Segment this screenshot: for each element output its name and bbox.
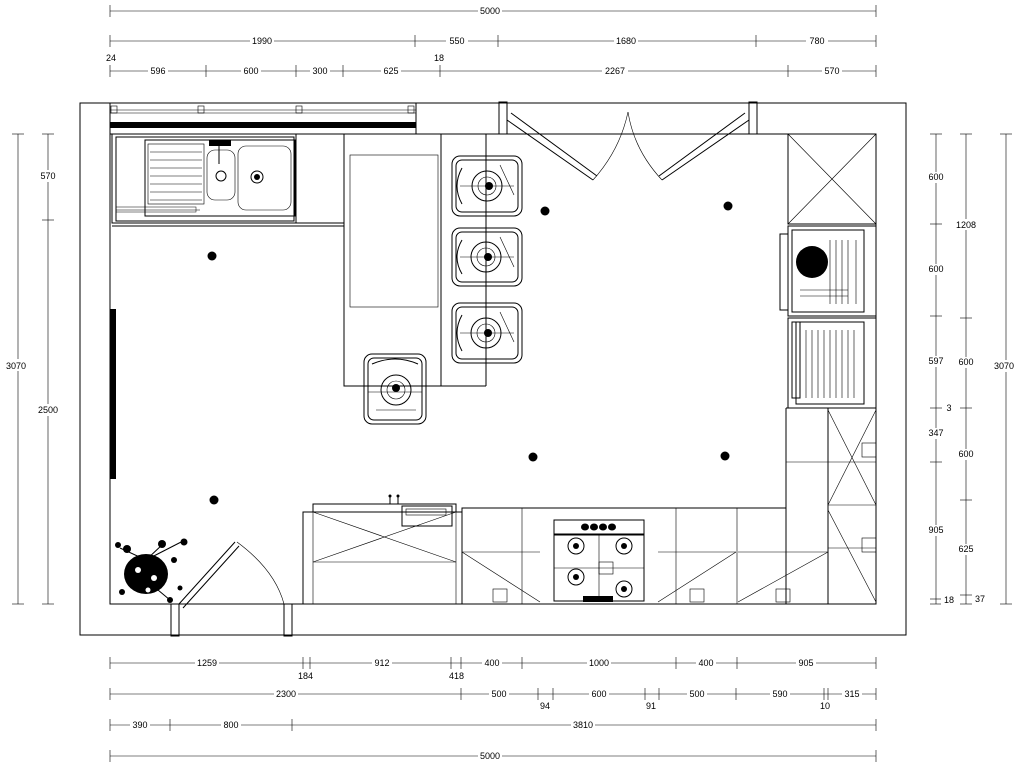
- entry-door[interactable]: [170, 541, 293, 637]
- top-dimensions: 5000 1990 550 1680 780 24 18 596 600 300: [106, 4, 877, 77]
- dim-bottom-total: 5000: [480, 751, 500, 761]
- dim-bottom-2300: 2300: [276, 689, 296, 699]
- dim-right-18: 18: [944, 595, 954, 605]
- dim-top-18: 18: [434, 53, 444, 63]
- dim-bottom-905: 905: [798, 658, 813, 668]
- dim-top-24: 24: [106, 53, 116, 63]
- dim-right-600-c: 600: [958, 357, 973, 367]
- kitchen-island: [343, 133, 487, 387]
- oven[interactable]: [779, 225, 877, 317]
- left-base-unit: [302, 494, 463, 605]
- microwave[interactable]: [787, 317, 877, 409]
- light-icon: [720, 451, 730, 461]
- bar-stool-1[interactable]: [451, 155, 523, 217]
- dim-right-1208: 1208: [956, 220, 976, 230]
- plant-icon: [115, 538, 188, 603]
- dim-bottom-912: 912: [374, 658, 389, 668]
- sink-counter: [111, 133, 345, 227]
- dim-top-300: 300: [312, 66, 327, 76]
- dim-right-3070: 3070: [994, 361, 1014, 371]
- dim-bottom-91: 91: [646, 701, 656, 711]
- left-dimensions: 3070 570 2500: [6, 133, 60, 605]
- dim-top-550: 550: [449, 36, 464, 46]
- right-dimensions: 600 600 597 3 347 905 18 1208 600 600 62…: [926, 133, 1018, 606]
- ceiling-lights: [207, 201, 733, 505]
- dim-top-570: 570: [824, 66, 839, 76]
- bar-stool-2[interactable]: [451, 227, 523, 287]
- dim-top-625: 625: [383, 66, 398, 76]
- dim-right-347: 347: [928, 428, 943, 438]
- dim-bottom-500-b: 500: [689, 689, 704, 699]
- dim-right-600-d: 600: [958, 449, 973, 459]
- dim-right-37: 37: [975, 594, 985, 604]
- light-icon: [540, 206, 550, 216]
- dim-right-600-b: 600: [928, 264, 943, 274]
- dim-left-570: 570: [40, 171, 55, 181]
- dim-top-780: 780: [809, 36, 824, 46]
- light-icon: [723, 201, 733, 211]
- dim-right-600-a: 600: [928, 172, 943, 182]
- light-icon: [528, 452, 538, 462]
- light-icon: [207, 251, 217, 261]
- dim-bottom-400-b: 400: [698, 658, 713, 668]
- dim-bottom-184: 184: [298, 671, 313, 681]
- dim-bottom-600: 600: [591, 689, 606, 699]
- dim-right-3: 3: [946, 403, 951, 413]
- dim-top-1680: 1680: [616, 36, 636, 46]
- dim-right-625: 625: [958, 544, 973, 554]
- french-door[interactable]: [498, 101, 758, 181]
- right-base-cabinets: [785, 407, 877, 604]
- dim-bottom-94: 94: [540, 701, 550, 711]
- dim-top-596: 596: [150, 66, 165, 76]
- dim-top-1990: 1990: [252, 36, 272, 46]
- dim-bottom-400-a: 400: [484, 658, 499, 668]
- dim-bottom-800: 800: [223, 720, 238, 730]
- dim-top-2267: 2267: [605, 66, 625, 76]
- dim-bottom-1000: 1000: [589, 658, 609, 668]
- bottom-base-cabinets: [461, 507, 829, 605]
- cooktop[interactable]: [553, 519, 645, 602]
- bar-stool-4[interactable]: [363, 353, 427, 425]
- tall-cabinet-top: [787, 133, 877, 225]
- dim-top-total: 5000: [480, 6, 500, 16]
- dim-right-905: 905: [928, 525, 943, 535]
- bottom-dimensions: 1259 912 400 1000 400 905 184 418 2300 5…: [109, 657, 877, 762]
- dim-left-3070: 3070: [6, 361, 26, 371]
- dim-bottom-500-a: 500: [491, 689, 506, 699]
- dim-bottom-390: 390: [132, 720, 147, 730]
- dim-bottom-590: 590: [772, 689, 787, 699]
- light-icon: [209, 495, 219, 505]
- bar-stool-3[interactable]: [451, 302, 523, 364]
- dim-bottom-10: 10: [820, 701, 830, 711]
- dim-bottom-418: 418: [449, 671, 464, 681]
- dim-top-600: 600: [243, 66, 258, 76]
- dim-left-2500: 2500: [38, 405, 58, 415]
- dim-bottom-315: 315: [844, 689, 859, 699]
- dim-right-597: 597: [928, 356, 943, 366]
- dim-bottom-3810: 3810: [573, 720, 593, 730]
- sink[interactable]: [115, 139, 296, 217]
- dim-bottom-1259: 1259: [197, 658, 217, 668]
